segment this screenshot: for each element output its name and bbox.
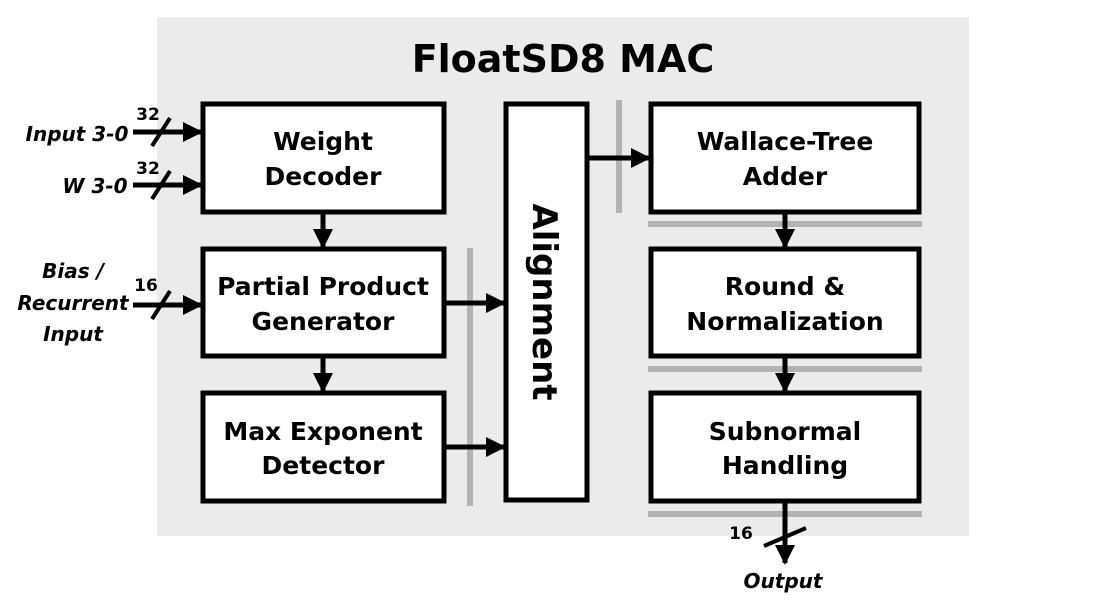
weight-decoder-label-1: Weight [273,127,373,156]
alignment-block [503,101,590,503]
max-exponent-label-1: Max Exponent [223,417,422,446]
alignment-label: Alignment [524,203,564,400]
input-a-width: 32 [136,105,160,125]
subnormal-label-1: Subnormal [709,417,862,446]
weight-decoder-label-2: Decoder [265,162,383,191]
bus-slash-input-w [150,169,172,201]
bus-slash-input-bias [150,289,172,321]
subnormal-label-2: Handling [722,451,848,480]
subnormal-block [648,390,922,504]
partial-product-block [200,246,447,359]
wallace-tree-label-2: Adder [743,162,828,191]
weight-decoder-block [200,101,447,215]
round-normalization-label-2: Normalization [686,307,883,336]
max-exponent-block [200,390,447,504]
round-normalization-label-1: Round & [725,272,845,301]
partial-product-label-2: Generator [252,307,396,336]
diagram-title: FloatSD8 MAC [412,37,715,81]
input-bias-label-3: Input [43,322,104,346]
wallace-tree-label-1: Wallace-Tree [697,127,874,156]
input-w-label: W 3-0 [62,174,127,198]
input-bias-label-1: Bias / [42,259,105,283]
round-normalization-block [648,246,922,359]
max-exponent-label-2: Detector [262,451,386,480]
input-bias-width: 16 [134,276,158,296]
input-a-label: Input 3-0 [26,122,129,146]
output-label: Output [744,569,824,593]
wallace-tree-block [648,101,922,215]
input-bias-label-2: Recurrent [17,291,130,315]
output-width: 16 [729,524,753,544]
input-w-width: 32 [136,159,160,179]
partial-product-label-1: Partial Product [217,272,429,301]
bus-slash-output [763,526,807,548]
bus-slash-input-a [150,116,172,148]
